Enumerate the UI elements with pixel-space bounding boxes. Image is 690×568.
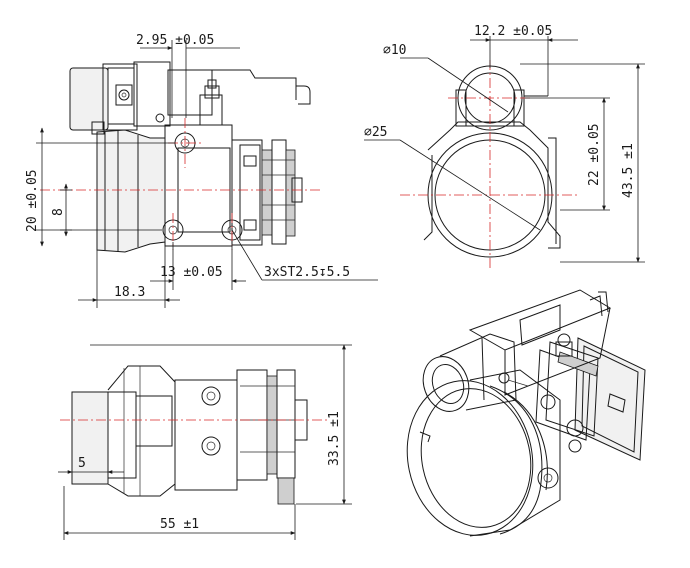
front-top-span-label: 12.2 ±0.05 bbox=[474, 24, 552, 39]
front-small-dia-label: ∅10 bbox=[383, 43, 406, 58]
side-base-length-label: 18.3 bbox=[114, 285, 145, 300]
isometric-view bbox=[406, 289, 646, 537]
side-hole-note: 3xST2.5↧5.5 bbox=[264, 265, 350, 280]
side-view: 2.95 ±0.05 20 ±0.05 8 13 ±0.05 3xST2.5↧5… bbox=[25, 33, 378, 308]
front-large-dia-label: ∅25 bbox=[364, 125, 387, 140]
top-view: 5 33.5 ±1 55 ±1 bbox=[58, 344, 352, 540]
side-left-span-label: 20 ±0.05 bbox=[25, 169, 40, 232]
side-top-gap-label: 2.95 ±0.05 bbox=[136, 33, 214, 48]
top-offset-label: 5 bbox=[78, 456, 86, 471]
front-view: ∅10 ∅25 12.2 ±0.05 22 ±0.05 43.5 ±1 bbox=[364, 24, 645, 268]
top-length-label: 55 ±1 bbox=[160, 517, 199, 532]
front-total-height-label: 43.5 ±1 bbox=[621, 143, 636, 198]
front-mid-span-label: 22 ±0.05 bbox=[587, 123, 602, 186]
side-inner-span-label: 8 bbox=[51, 208, 66, 216]
side-hole-span-label: 13 ±0.05 bbox=[160, 265, 223, 280]
top-height-label: 33.5 ±1 bbox=[327, 411, 342, 466]
